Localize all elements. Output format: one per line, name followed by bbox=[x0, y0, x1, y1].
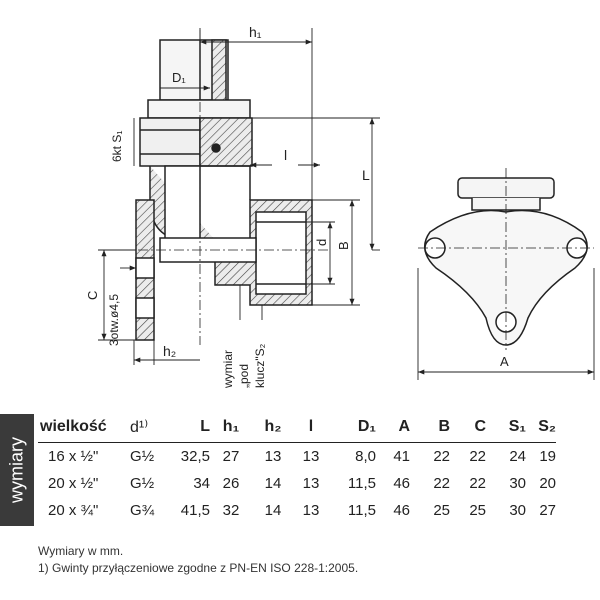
col-header-A: A bbox=[376, 412, 410, 443]
cell-l: 13 bbox=[302, 475, 320, 492]
col-header-h2: h₂ bbox=[252, 412, 294, 443]
label-holes: 3otw.ø4,5 bbox=[107, 294, 121, 346]
cell-h2: 14 bbox=[264, 502, 282, 519]
cell-L: 34 bbox=[193, 475, 210, 492]
label-l: l bbox=[284, 147, 287, 163]
cell-L: 32,5 bbox=[180, 448, 210, 465]
cell-S2: 19 bbox=[539, 448, 556, 465]
label-h1: h₁ bbox=[249, 24, 262, 40]
table-header-row: wielkość d¹⁾ L h₁ h₂ l D₁ A B C S₁ S₂ bbox=[38, 412, 556, 443]
cell-C: 22 bbox=[469, 475, 486, 492]
table-row: 20 x ¾" G¾ 41,5 32 14 13 11,5 46 25 25 3… bbox=[38, 497, 556, 524]
cell-d: G¾ bbox=[130, 502, 155, 519]
label-d1: D₁ bbox=[172, 70, 186, 85]
cell-S1: 24 bbox=[509, 448, 526, 465]
cell-h2: 13 bbox=[264, 448, 282, 465]
label-hex: 6kt S₁ bbox=[110, 131, 124, 162]
dimensions-table: wielkość d¹⁾ L h₁ h₂ l D₁ A B C S₁ S₂ 16… bbox=[38, 412, 556, 524]
note-threads: 1) Gwinty przyłączeniowe zgodne z PN-EN … bbox=[38, 561, 359, 575]
cell-size: 20 x ¾" bbox=[48, 502, 99, 519]
cell-D1: 11,5 bbox=[347, 502, 376, 519]
side-tab-label: wymiary bbox=[6, 437, 27, 503]
cell-C: 22 bbox=[469, 448, 486, 465]
cell-size: 16 x ½" bbox=[48, 448, 99, 465]
cell-L: 41,5 bbox=[180, 502, 210, 519]
cell-h2: 14 bbox=[264, 475, 282, 492]
cell-B: 22 bbox=[433, 448, 450, 465]
label-h2: h₂ bbox=[163, 343, 176, 359]
note-units: Wymiary w mm. bbox=[38, 544, 124, 558]
col-header-h1: h₁ bbox=[210, 412, 252, 443]
technical-drawing: h₁ D₁ 6kt S₁ l L d B C 3otw.ø4,5 h₂ wymi… bbox=[85, 24, 595, 389]
table-row: 20 x ½" G½ 34 26 14 13 11,5 46 22 22 30 … bbox=[38, 470, 556, 497]
col-header-S1: S₁ bbox=[486, 412, 526, 443]
col-header-L: L bbox=[172, 412, 210, 443]
table-row: 16 x ½" G½ 32,5 27 13 13 8,0 41 22 22 24… bbox=[38, 443, 556, 471]
cell-size: 20 x ½" bbox=[48, 475, 99, 492]
col-header-size: wielkość bbox=[38, 412, 128, 443]
cell-d: G½ bbox=[130, 475, 155, 492]
side-tab: wymiary bbox=[0, 414, 34, 526]
label-d: d bbox=[314, 239, 329, 246]
cell-A: 41 bbox=[393, 448, 410, 465]
label-A: A bbox=[500, 354, 509, 369]
fitting-side-view bbox=[135, 39, 313, 341]
cell-S1: 30 bbox=[509, 475, 526, 492]
col-header-S2: S₂ bbox=[526, 412, 556, 443]
cell-D1: 8,0 bbox=[355, 448, 376, 465]
cell-S2: 27 bbox=[539, 502, 556, 519]
cell-A: 46 bbox=[393, 475, 410, 492]
cell-d: G½ bbox=[130, 448, 155, 465]
cell-h1: 27 bbox=[222, 448, 240, 465]
col-header-C: C bbox=[450, 412, 486, 443]
cell-h1: 26 bbox=[222, 475, 240, 492]
label-pod: „pod bbox=[237, 364, 251, 388]
col-header-d: d¹⁾ bbox=[128, 412, 172, 443]
cell-S1: 30 bbox=[509, 502, 526, 519]
col-header-D1: D₁ bbox=[328, 412, 376, 443]
cell-D1: 11,5 bbox=[347, 475, 376, 492]
cell-B: 22 bbox=[433, 475, 450, 492]
label-L: L bbox=[362, 167, 370, 183]
cell-l: 13 bbox=[302, 502, 320, 519]
cell-h1: 32 bbox=[222, 502, 240, 519]
cell-A: 46 bbox=[393, 502, 410, 519]
col-header-l: l bbox=[294, 412, 328, 443]
label-C: C bbox=[85, 291, 100, 300]
label-B: B bbox=[336, 241, 351, 250]
footnotes: Wymiary w mm. 1) Gwinty przyłączeniowe z… bbox=[38, 543, 358, 577]
label-klucz: klucz"S₂ bbox=[253, 343, 267, 388]
cell-S2: 20 bbox=[539, 475, 556, 492]
cell-B: 25 bbox=[433, 502, 450, 519]
cell-C: 25 bbox=[469, 502, 486, 519]
label-wymiar: wymiar bbox=[221, 350, 235, 389]
col-header-B: B bbox=[410, 412, 450, 443]
cell-l: 13 bbox=[302, 448, 320, 465]
